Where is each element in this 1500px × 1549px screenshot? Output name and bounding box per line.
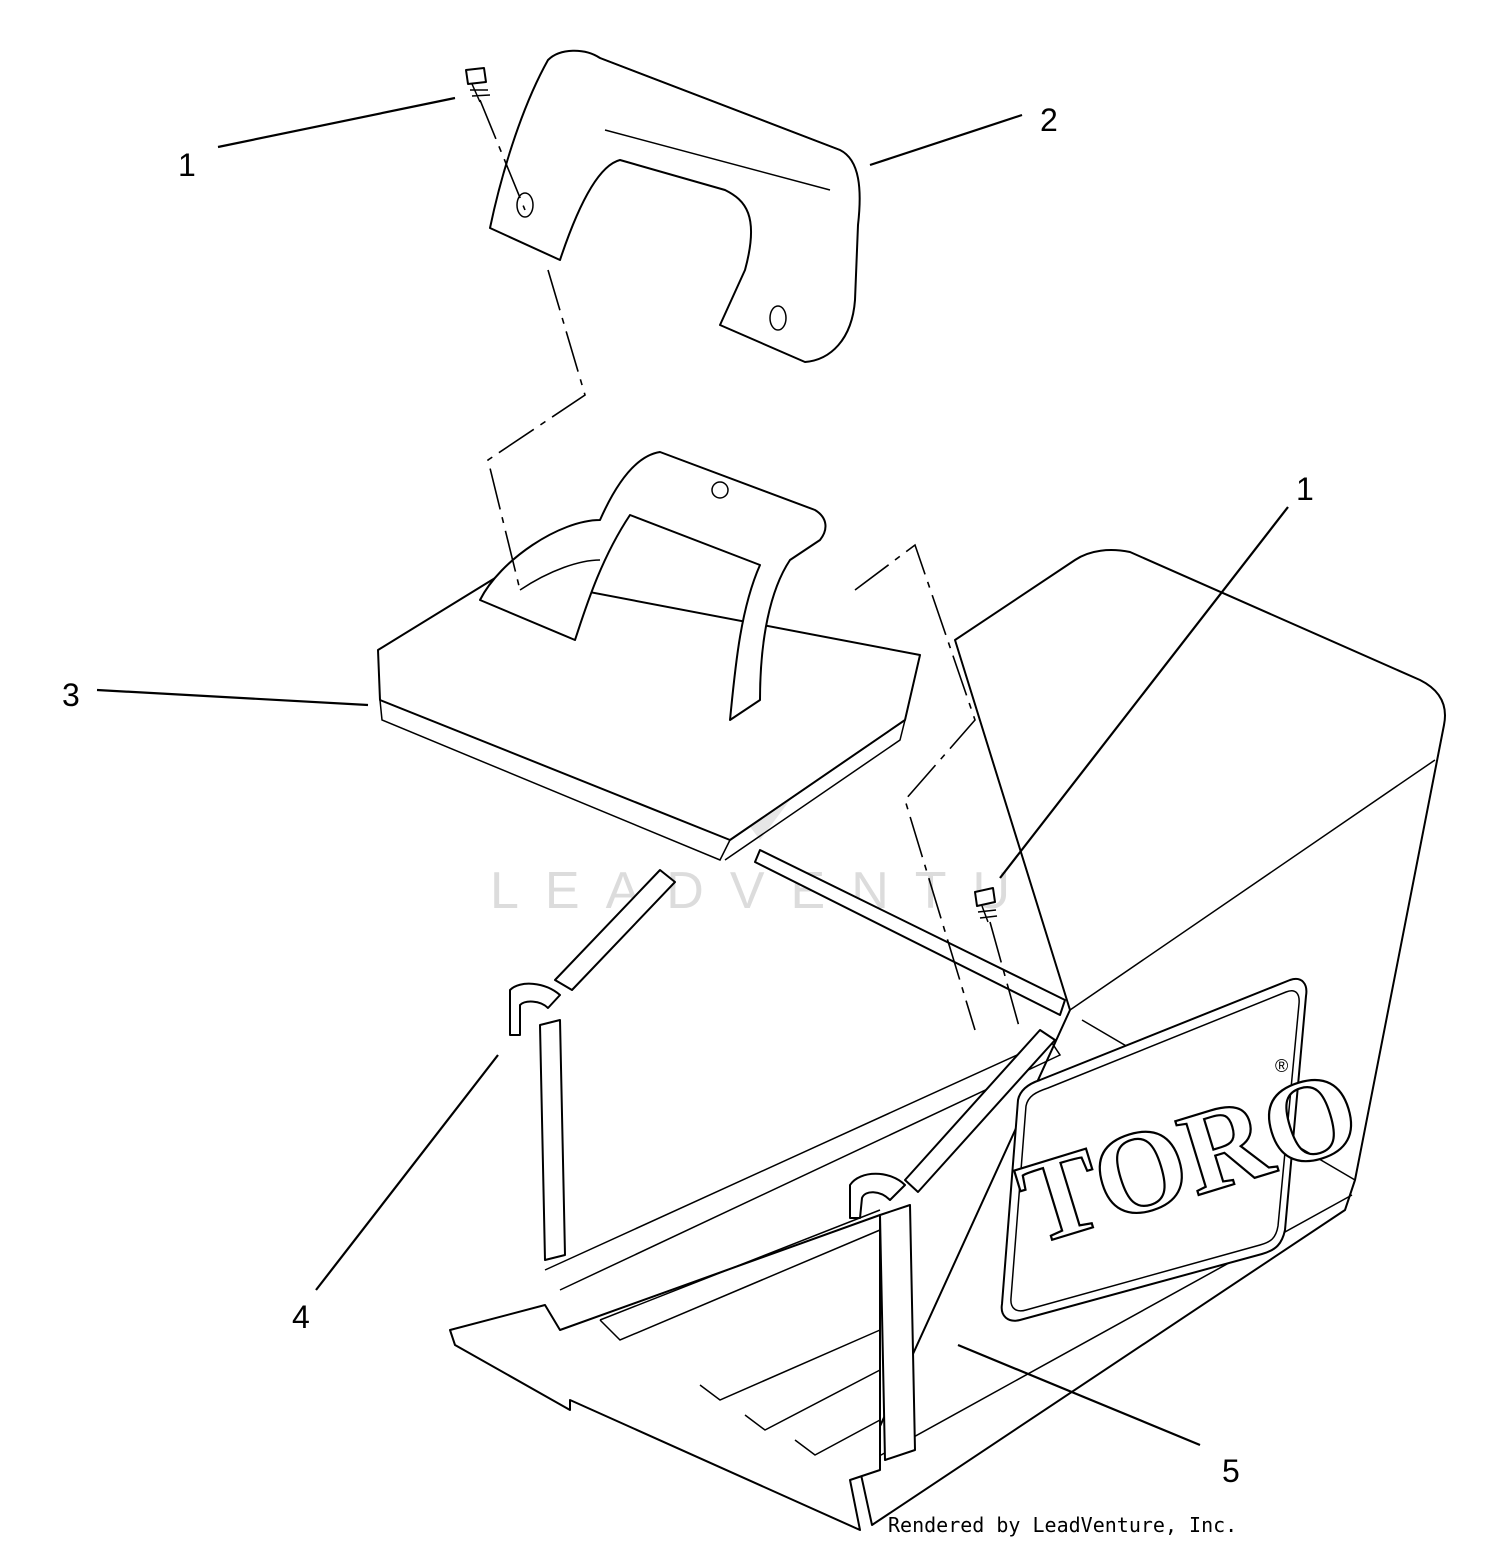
- callout-4: 4: [292, 1299, 310, 1335]
- screw-top: [465, 67, 491, 103]
- part-4-frame: [449, 849, 1066, 1531]
- screw-right: [974, 887, 998, 923]
- assembly-lines: [479, 99, 1021, 1031]
- callout-2: 2: [1040, 102, 1058, 138]
- registered-mark: ®: [1275, 1056, 1288, 1076]
- callout-1-right: 1: [1296, 471, 1314, 507]
- part-2-handle-cover: [489, 49, 861, 363]
- callout-5: 5: [1222, 1453, 1240, 1489]
- callout-1-top: 1: [178, 147, 196, 183]
- footer-credit: Rendered by LeadVenture, Inc.: [888, 1513, 1237, 1537]
- part-3-lid: [377, 451, 921, 861]
- callout-3: 3: [62, 677, 80, 713]
- toro-logo: TORO ®: [1000, 978, 1374, 1322]
- leader-lines: [96, 96, 1289, 1447]
- part-5-grass-bag: TORO ®: [859, 549, 1446, 1526]
